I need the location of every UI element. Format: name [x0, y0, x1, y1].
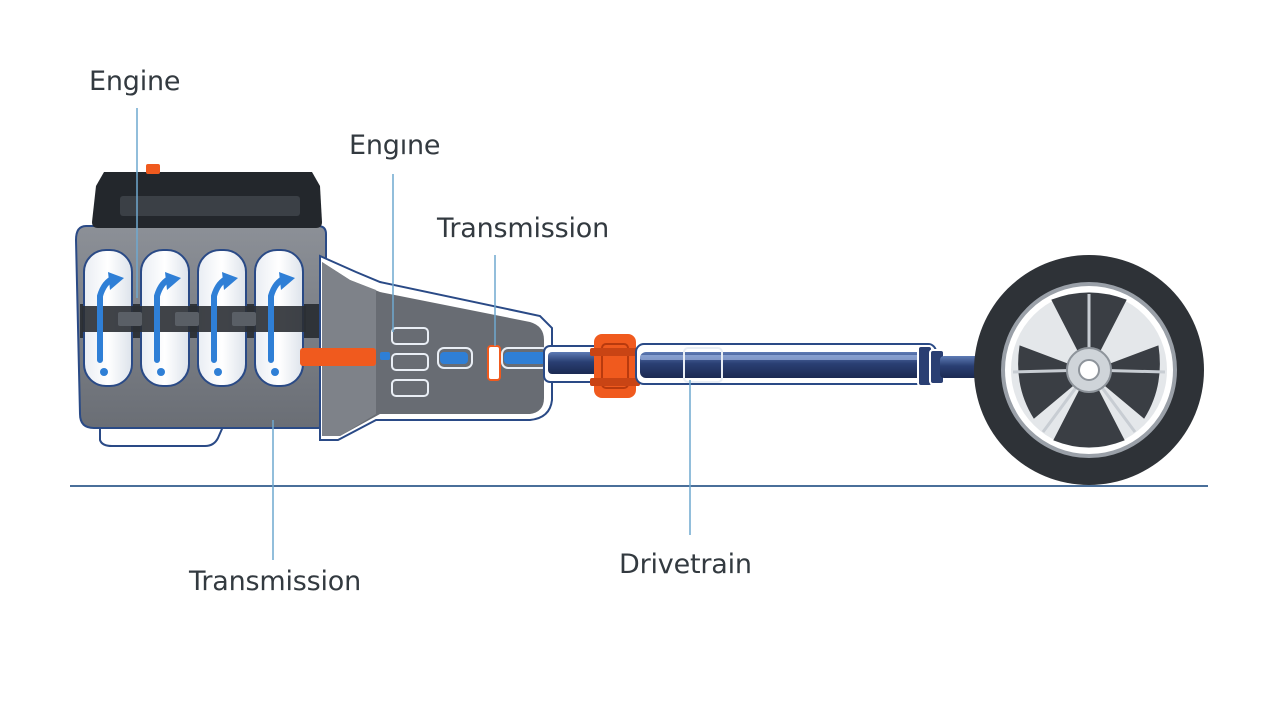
engine-label-secondary: Engıne — [349, 130, 441, 161]
engine-label: Engine — [89, 66, 181, 97]
universal-joint — [590, 334, 640, 398]
transmission-icon — [300, 254, 553, 441]
engine-icon — [74, 164, 327, 447]
driveshaft-icon — [543, 334, 980, 398]
wheel-icon — [974, 255, 1204, 485]
drivetrain-label: Drivetrain — [619, 549, 752, 580]
transmission-label-secondary: Transmission — [189, 566, 362, 597]
transmission-label: Transmission — [437, 213, 610, 244]
